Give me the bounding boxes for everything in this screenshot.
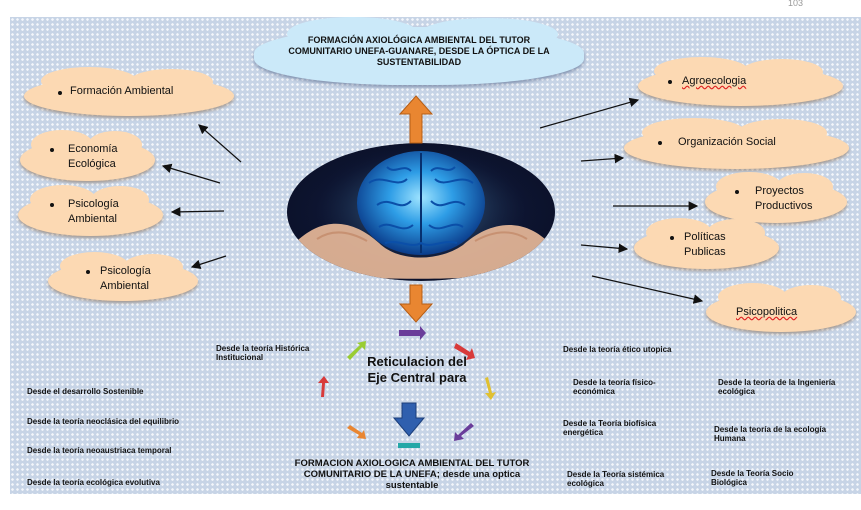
reticulation-cycle-arrows (318, 326, 496, 448)
arrow-to-politicas-publicas (580, 243, 629, 254)
cloud-formacion-ambiental: Formación Ambiental (24, 67, 234, 116)
orange-up-arrow-icon (398, 95, 434, 144)
label-desarrollo-sostenible: Desde el desarrollo Sostenible (27, 387, 144, 396)
cloud-label-text: Agroecologia (682, 75, 747, 87)
page-number: 103 (787, 0, 803, 8)
cycle-arrow-red-icon (454, 343, 475, 360)
arrow-to-economia-ecologica (161, 163, 221, 184)
cloud-label: Psicología Ambiental (100, 265, 151, 292)
arrow-to-psicopolitica (591, 275, 704, 304)
label-teoria-sistemica: Desde la Teoría sistémica ecológica (567, 470, 665, 489)
label-teoria-etico-utopica: Desde la teoría ético utopica (563, 345, 672, 354)
arrow-to-psicologia-ambiental-2 (190, 255, 227, 269)
cycle-dash-teal-icon (398, 443, 420, 448)
cloud-label: Psicología Ambiental (68, 198, 119, 225)
label-teoria-fisico-economica: Desde la teoría físico-económica (573, 378, 656, 397)
label-teoria-biofisica: Desde la Teoría biofísica energética (563, 419, 657, 438)
cloud-label: Políticas Publicas (684, 231, 726, 258)
label-teoria-neoaustriaca-text: Desde la teoría neoaustriaca temporal (27, 446, 172, 455)
cloud-label: Formación Ambiental (70, 85, 174, 97)
label-teoria-neoclasica: Desde la teoría neoclásica del equilibri… (27, 417, 180, 426)
cycle-arrow-violet-icon (454, 423, 474, 441)
bullet-icon (50, 148, 54, 152)
arrow-to-organizacion-social (580, 153, 625, 164)
bullet-icon (658, 141, 662, 145)
cloud-psicologia-ambiental-1: Psicología Ambiental (18, 184, 163, 236)
top-title-cloud: FORMACIÓN AXIOLÓGICA AMBIENTAL DEL TUTOR… (254, 16, 584, 85)
blue-down-arrow-icon (392, 402, 426, 437)
arrow-to-formacion-ambiental (198, 124, 242, 163)
bullet-icon (50, 203, 54, 207)
top-cloud-title: FORMACIÓN AXIOLÓGICA AMBIENTAL DEL TUTOR… (288, 35, 550, 67)
cycle-arrow-purple-icon (399, 326, 426, 340)
cloud-label: Agroecologia (682, 74, 746, 89)
cycle-arrow-green-icon (347, 341, 366, 360)
label-teoria-socio-biologica: Desde la Teoría Socio Biológica (711, 469, 794, 488)
bullet-icon (735, 190, 739, 194)
cloud-label-text: Psicopolitica (736, 306, 798, 318)
arrow-to-agroecologia (539, 97, 640, 129)
orange-down-arrow-icon (398, 284, 434, 323)
center-title: Reticulacion del Eje Central para (367, 354, 467, 385)
label-teoria-historica: Desde la teoría Histórica Institucional (216, 344, 310, 363)
bullet-icon (86, 270, 90, 274)
label-teoria-neoaustriaca: Desde la teoría neoaustriaca temporal (27, 446, 177, 455)
cloud-label: Proyectos Productivos (755, 185, 813, 212)
cycle-arrow-yellow-icon (485, 377, 496, 400)
cycle-arrow-orange-icon (347, 425, 366, 439)
bottom-title: FORMACION AXIOLOGICA AMBIENTAL DEL TUTOR… (294, 458, 530, 491)
cloud-proyectos-productivos: Proyectos Productivos (705, 171, 847, 223)
label-teoria-ecologia-humana: Desde la teoría de la ecología Humana (714, 425, 827, 444)
brain-in-hands-image (287, 143, 555, 281)
label-teoria-ingenieria-ecologica: Desde la teoría de la Ingeniería ecológi… (718, 378, 836, 397)
arrow-to-psicologia-ambiental-1 (170, 207, 225, 217)
cloud-label: Psicopolitica (736, 305, 797, 320)
cloud-psicologia-ambiental-2: Psicología Ambiental (48, 252, 198, 301)
brain-icon (293, 146, 549, 279)
bullet-icon (670, 236, 674, 240)
cloud-economia-ecologica: Economía Ecológica (20, 129, 155, 181)
cloud-agroecologia: Agroecologia (638, 57, 843, 106)
label-teoria-ecologica: Desde la teoría ecológica evolutiva (27, 478, 160, 487)
bullet-icon (668, 80, 672, 84)
cloud-politicas-publicas: Políticas Publicas (634, 217, 779, 269)
cloud-psicopolitica: Psicopolitica (706, 283, 856, 332)
bullet-icon (58, 91, 62, 95)
cloud-label: Economía Ecológica (68, 143, 118, 170)
cloud-label: Organización Social (678, 136, 776, 148)
cloud-organizacion-social: Organización Social (624, 117, 849, 169)
cycle-arrow-red-left-icon (318, 376, 329, 397)
